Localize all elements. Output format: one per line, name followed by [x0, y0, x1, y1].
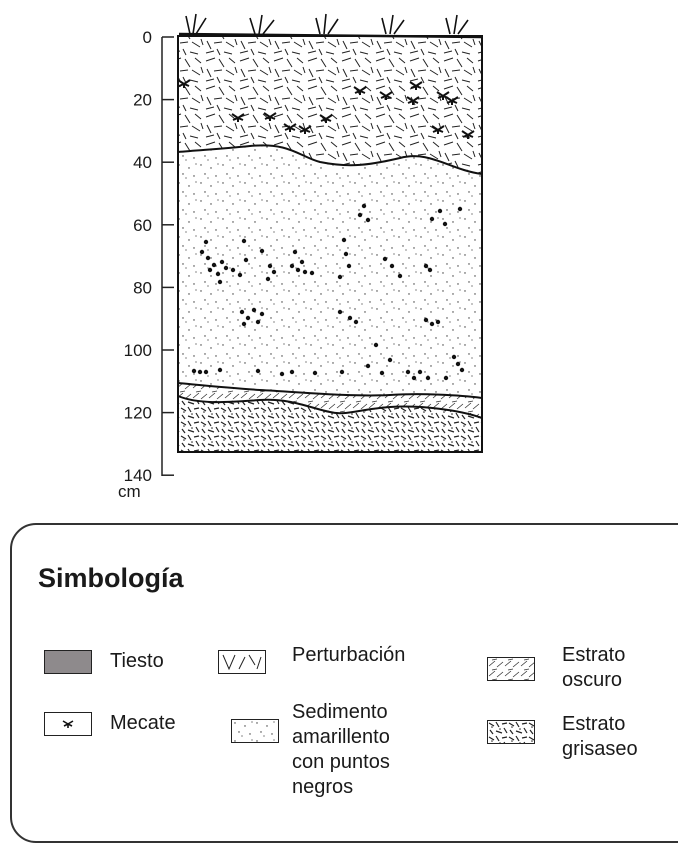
grisaseo-line-1: Estrato: [562, 713, 626, 735]
depth-tick-label: 140: [124, 466, 152, 485]
grass-tufts: [185, 13, 469, 35]
boundary-perturbacion-sedimento: [177, 144, 483, 175]
legend-label-tiesto: Tiesto: [110, 650, 164, 672]
swatch-mecate: [44, 712, 92, 736]
depth-tick-label: 100: [124, 341, 152, 360]
soil-profile-diagram: 0 20 40 60 80 100 120 140: [118, 13, 483, 501]
sedimento-line-1: Sedimento: [292, 701, 388, 723]
legend-label-perturbacion: Perturbación: [292, 644, 406, 666]
sedimento-line-2: amarillento: [292, 726, 390, 748]
depth-tick-label: 0: [143, 28, 152, 47]
grisaseo-line-2: grisaseo: [562, 738, 638, 760]
mecate-icon: [62, 720, 74, 728]
stratum-perturbacion: [178, 34, 482, 174]
sedimento-line-4: negros: [292, 776, 354, 798]
stratum-sedimento: [178, 145, 482, 398]
depth-tick-label: 60: [133, 216, 152, 235]
boundary-oscuro-grisaseo: [177, 395, 483, 419]
swatch-grisaseo: [487, 720, 535, 744]
legend-label-grisaseo: Estrato grisaseo: [562, 712, 638, 762]
legend-label-oscuro: Estrato oscuro: [562, 643, 625, 693]
stratum-grisaseo: [178, 396, 482, 452]
sedimento-line-3: con puntos: [292, 751, 390, 773]
depth-tick-label: 20: [133, 91, 152, 110]
oscuro-line-1: Estrato: [562, 644, 626, 666]
stratum-oscuro: [178, 383, 482, 418]
black-dots: [191, 203, 465, 381]
depth-tick-label: 40: [133, 153, 152, 172]
profile-frame: [177, 35, 483, 453]
boundary-sedimento-oscuro: [177, 382, 483, 399]
oscuro-line-2: oscuro: [562, 669, 623, 691]
legend-label-sedimento: Sedimento amarillento con puntos negros: [292, 700, 390, 800]
swatch-tiesto: [44, 650, 92, 674]
legend-label-mecate: Mecate: [110, 712, 176, 734]
legend-title: Simbología: [38, 563, 184, 593]
swatch-oscuro: [487, 657, 535, 681]
depth-tick-label: 120: [124, 404, 152, 423]
depth-tick-label: 80: [133, 278, 152, 297]
swatch-perturbacion: [218, 650, 266, 674]
swatch-sedimento: [231, 719, 279, 743]
depth-unit-label: cm: [118, 482, 141, 501]
